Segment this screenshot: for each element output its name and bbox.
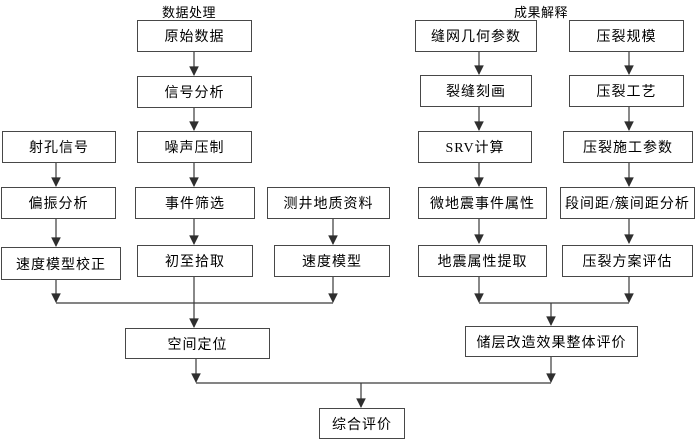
node-microseismic-event-attributes: 微地震事件属性 (418, 187, 547, 219)
node-stage-cluster-spacing-analysis: 段间距/簇间距分析 (560, 187, 695, 219)
node-polarization-analysis: 偏振分析 (1, 187, 116, 219)
node-fracturing-scale: 压裂规模 (569, 20, 684, 52)
node-raw-data: 原始数据 (137, 20, 252, 52)
node-fracture-characterization: 裂缝刻画 (420, 75, 532, 107)
node-fracturing-operation-parameters: 压裂施工参数 (563, 131, 693, 163)
node-srv-calculation: SRV计算 (418, 131, 532, 163)
right-merge-lines (479, 302, 629, 326)
node-signal-analysis: 信号分析 (137, 76, 252, 108)
node-perforation-signal: 射孔信号 (2, 131, 116, 163)
node-fracturing-plan-evaluation: 压裂方案评估 (562, 245, 693, 277)
node-reservoir-stimulation-overall-evaluation: 储层改造效果整体评价 (465, 326, 638, 357)
node-spatial-positioning: 空间定位 (125, 328, 270, 359)
node-velocity-model-correction: 速度模型校正 (1, 247, 121, 280)
node-event-screening: 事件筛选 (135, 187, 255, 219)
node-first-arrival-picking: 初至拾取 (137, 245, 253, 277)
section-title-data-processing: 数据处理 (162, 5, 217, 20)
node-fracturing-technology: 压裂工艺 (569, 75, 684, 107)
node-fracture-network-geometry: 缝网几何参数 (415, 20, 537, 52)
node-comprehensive-evaluation: 综合评价 (319, 408, 405, 439)
section-title-result-interpretation: 成果解释 (514, 5, 569, 20)
node-noise-suppression: 噪声压制 (137, 131, 252, 163)
node-velocity-model: 速度模型 (274, 245, 390, 277)
node-seismic-attribute-extraction: 地震属性提取 (418, 245, 547, 277)
node-well-log-geology: 测井地质资料 (267, 187, 390, 219)
bottom-merge-lines (191, 357, 556, 408)
